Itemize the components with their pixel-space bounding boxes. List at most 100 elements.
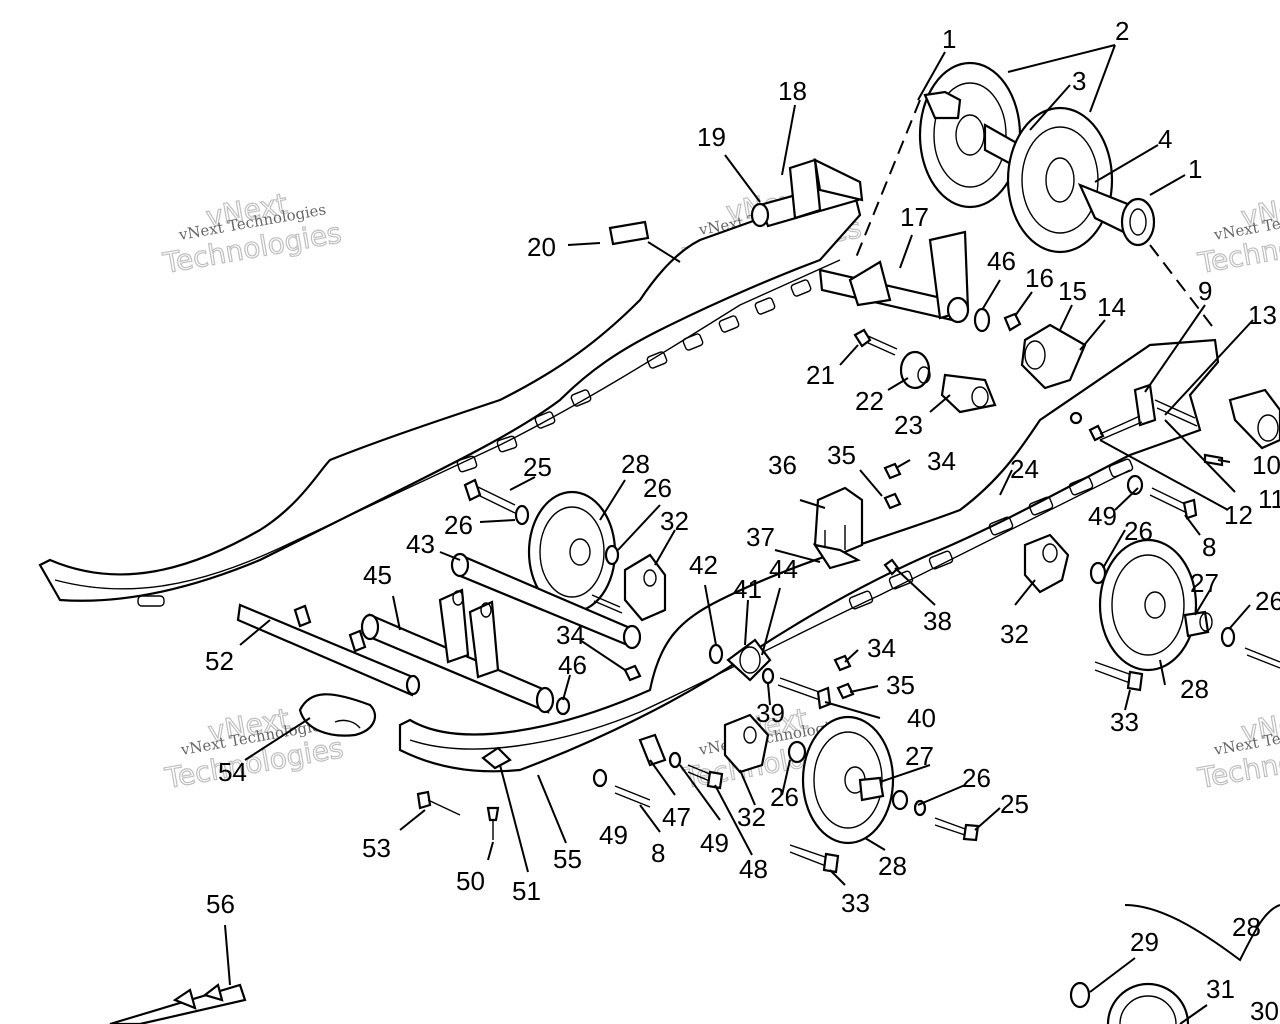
- idler-wheel-28-right: [1098, 538, 1198, 672]
- callout-label: 28: [1232, 912, 1261, 942]
- callout-label: 51: [512, 876, 541, 906]
- bolt-8-lower: [614, 785, 651, 808]
- washer-39: [761, 667, 775, 685]
- callout-label: 22: [855, 386, 884, 416]
- callout-label: 39: [756, 698, 785, 728]
- callout-label: 4: [1158, 124, 1172, 154]
- left-rail: [38, 188, 862, 607]
- nut-34-lower: [833, 654, 852, 672]
- callout-label: 18: [778, 76, 807, 106]
- washer-49-upper: [1126, 474, 1144, 496]
- callout-label: 19: [697, 122, 726, 152]
- callout-label: 33: [841, 888, 870, 918]
- rear-bracket-upper: [788, 158, 822, 220]
- leader-lines: [224, 44, 1254, 1024]
- bolt-33-small: [591, 594, 623, 614]
- callout-label: 14: [1097, 292, 1126, 322]
- washer-26-far-right: [1220, 626, 1236, 648]
- callout-label: 54: [218, 757, 247, 787]
- callout-label: 8: [1202, 532, 1216, 562]
- bushing-block-15: [1020, 323, 1087, 390]
- rear-bushing-13: [1228, 388, 1280, 450]
- washer-49-lower: [592, 768, 608, 788]
- callout-label: 25: [523, 452, 552, 482]
- callout-label: 34: [927, 446, 956, 476]
- callout-label: 49: [1088, 501, 1117, 531]
- callout-label: 26: [770, 782, 799, 812]
- partial-rail-56: [109, 983, 247, 1024]
- washer-26-lower-left: [787, 740, 807, 764]
- clip-47: [638, 733, 667, 767]
- callout-label: 25: [1000, 789, 1029, 819]
- washer-26-lower-a: [891, 789, 909, 811]
- callout-label: 11: [1258, 484, 1280, 514]
- callout-label: 37: [746, 522, 775, 552]
- callout-label: 48: [739, 854, 768, 884]
- bolt-25-lower: [934, 817, 980, 842]
- washer-46-lower: [555, 696, 571, 716]
- callout-label: 35: [827, 440, 856, 470]
- callout-label: 47: [662, 802, 691, 832]
- callout-label: 23: [894, 410, 923, 440]
- callout-label: 35: [886, 670, 915, 700]
- bolt-38: [883, 558, 900, 576]
- arm-assembly-45: [360, 588, 555, 714]
- callout-label: 49: [700, 828, 729, 858]
- callout-label: 9: [1198, 276, 1212, 306]
- washer-46-upper: [973, 307, 991, 333]
- callout-label: 28: [1180, 674, 1209, 704]
- idler-wheel-28-lower: [801, 715, 895, 845]
- mount-bracket-32-right: [1023, 533, 1070, 594]
- right-rail-slots: [848, 458, 1134, 610]
- callout-label: 40: [907, 703, 936, 733]
- rear-axle-shaft: [750, 158, 970, 324]
- callout-label: 28: [621, 449, 650, 479]
- callout-label: 42: [689, 550, 718, 580]
- callout-label: 31: [1206, 974, 1235, 1004]
- callout-label: 29: [1130, 927, 1159, 957]
- cross-shaft-52: [236, 603, 421, 697]
- right-rail: [398, 338, 1220, 773]
- callout-label: 46: [558, 650, 587, 680]
- screw-50: [486, 806, 500, 840]
- callout-label: 55: [553, 844, 582, 874]
- callout-label: 33: [1110, 707, 1139, 737]
- callout-label: 26: [1124, 516, 1153, 546]
- slide-clip-51: [481, 746, 512, 770]
- bolt-33-lower: [789, 844, 840, 874]
- callout-label: 56: [206, 889, 235, 919]
- rail-cap-54: [298, 693, 377, 737]
- callout-label: 44: [769, 554, 798, 584]
- callout-label: 38: [923, 606, 952, 636]
- callout-label: 12: [1224, 500, 1253, 530]
- decal: [608, 220, 650, 246]
- callout-label: 1: [942, 24, 956, 54]
- callout-label: 15: [1058, 276, 1087, 306]
- callout-label: 26: [643, 473, 672, 503]
- callout-label: 50: [456, 866, 485, 896]
- washer-42: [708, 643, 724, 665]
- callout-label: 26: [962, 763, 991, 793]
- callout-label: 43: [406, 529, 435, 559]
- spacer-27-lower: [858, 776, 885, 802]
- spacer-27-right: [1183, 610, 1213, 638]
- rear-spacer-right: [1077, 182, 1156, 247]
- callout-label: 52: [205, 646, 234, 676]
- callout-label: 27: [1190, 568, 1219, 598]
- callout-label: 32: [1000, 619, 1029, 649]
- bolt-48: [687, 764, 724, 790]
- adjuster-assembly: [1069, 383, 1198, 442]
- bushing-22: [899, 350, 931, 390]
- callout-label: 10: [1252, 450, 1280, 480]
- callout-label: 8: [651, 838, 665, 868]
- nut-34-mid: [623, 664, 642, 682]
- nut-35-upper: [883, 492, 902, 510]
- rear-idler-wheel-left: [918, 61, 1022, 209]
- nut-35-lower: [836, 682, 855, 700]
- callout-label: 28: [878, 851, 907, 881]
- callout-label: 13: [1248, 300, 1277, 330]
- bolt-53: [416, 790, 461, 816]
- bolt-40: [816, 686, 832, 710]
- nut-16: [1003, 312, 1022, 332]
